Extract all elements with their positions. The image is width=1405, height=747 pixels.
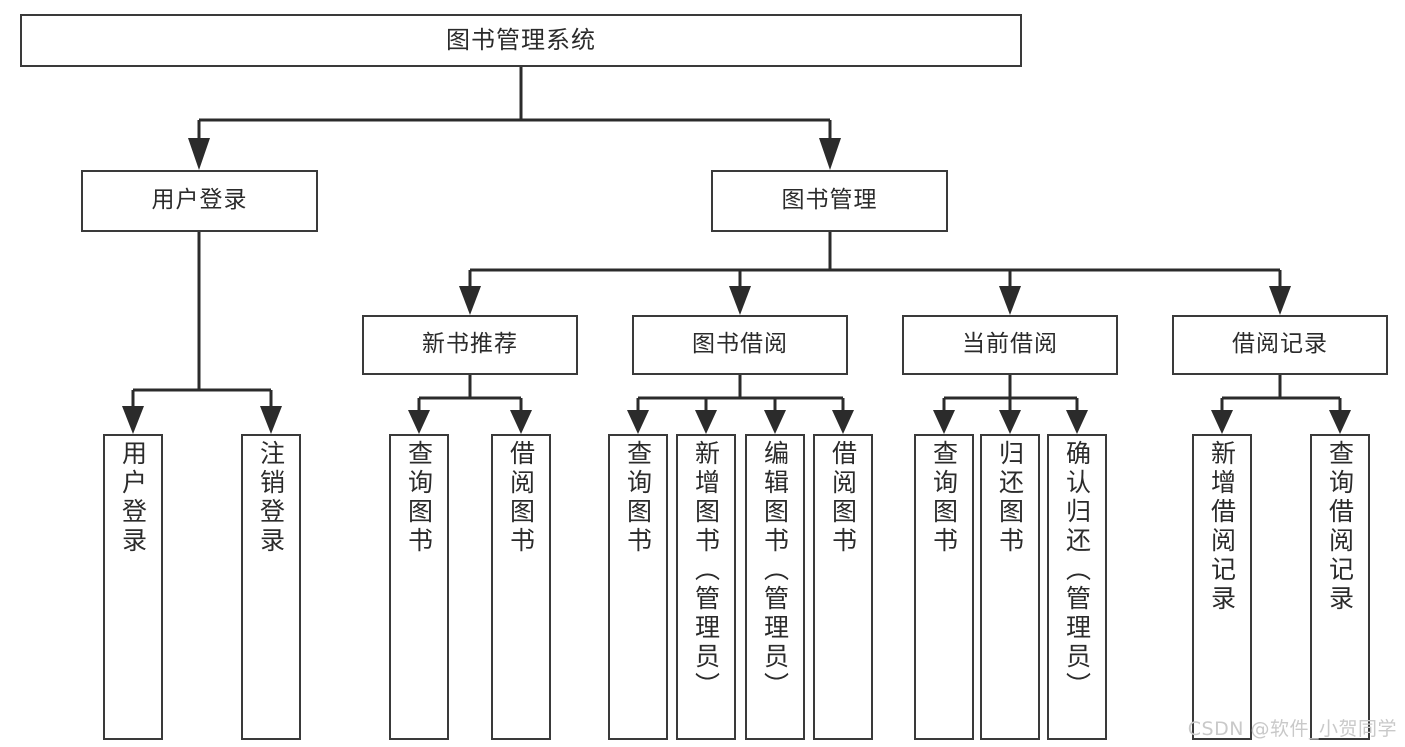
arrowhead-leaf-logout-login xyxy=(260,406,282,434)
csdn-watermark: CSDN @软件_小贺同学 xyxy=(1187,718,1397,740)
node-current-borrow-label: 当前借阅 xyxy=(962,331,1058,358)
arrowhead-leaf-confirm-return xyxy=(1066,410,1088,434)
node-book-borrow-label: 图书借阅 xyxy=(692,331,788,358)
arrowhead-leaf-edit-book xyxy=(764,410,786,434)
arrowhead-book-manage xyxy=(819,138,841,170)
node-new-book-recommend-label: 新书推荐 xyxy=(422,331,518,358)
node-book-manage[interactable]: 图书管理 xyxy=(711,170,948,232)
node-leaf-query-book-1[interactable]: 查询图书 xyxy=(389,434,449,740)
node-current-borrow[interactable]: 当前借阅 xyxy=(902,315,1118,375)
node-leaf-return-book[interactable]: 归还图书 xyxy=(980,434,1040,740)
node-leaf-borrow-book-2-label: 借阅图书 xyxy=(828,440,858,556)
node-user-login[interactable]: 用户登录 xyxy=(81,170,318,232)
arrowhead-leaf-borrow-book-2 xyxy=(832,410,854,434)
node-leaf-edit-book-label: 编辑图书（管理员） xyxy=(760,440,790,701)
arrowhead-leaf-user-login xyxy=(122,406,144,434)
node-book-manage-label: 图书管理 xyxy=(781,187,878,214)
node-leaf-add-record[interactable]: 新增借阅记录 xyxy=(1192,434,1252,740)
arrowhead-leaf-query-book-3 xyxy=(933,410,955,434)
node-leaf-logout-login-label: 注销登录 xyxy=(256,440,286,556)
node-leaf-user-login-label: 用户登录 xyxy=(118,440,148,556)
node-root-label: 图书管理系统 xyxy=(446,26,596,55)
node-leaf-borrow-book-1[interactable]: 借阅图书 xyxy=(491,434,551,740)
node-leaf-user-login[interactable]: 用户登录 xyxy=(103,434,163,740)
node-leaf-query-book-1-label: 查询图书 xyxy=(404,440,434,556)
arrowhead-new-book-recommend xyxy=(459,286,481,315)
node-book-borrow[interactable]: 图书借阅 xyxy=(632,315,848,375)
arrowhead-leaf-query-book-1 xyxy=(408,410,430,434)
node-leaf-add-record-label: 新增借阅记录 xyxy=(1207,440,1237,614)
arrowhead-leaf-borrow-book-1 xyxy=(510,410,532,434)
arrowhead-leaf-query-record xyxy=(1329,410,1351,434)
node-leaf-query-book-3[interactable]: 查询图书 xyxy=(914,434,974,740)
node-root[interactable]: 图书管理系统 xyxy=(20,14,1022,67)
node-leaf-query-book-2-label: 查询图书 xyxy=(623,440,653,556)
node-leaf-borrow-book-2[interactable]: 借阅图书 xyxy=(813,434,873,740)
node-leaf-return-book-label: 归还图书 xyxy=(995,440,1025,556)
arrowhead-borrow-record xyxy=(1269,286,1291,315)
node-leaf-query-record[interactable]: 查询借阅记录 xyxy=(1310,434,1370,740)
node-leaf-query-record-label: 查询借阅记录 xyxy=(1325,440,1355,614)
arrowhead-current-borrow xyxy=(999,286,1021,315)
node-leaf-query-book-3-label: 查询图书 xyxy=(929,440,959,556)
arrowhead-leaf-add-book xyxy=(695,410,717,434)
node-leaf-borrow-book-1-label: 借阅图书 xyxy=(506,440,536,556)
node-leaf-edit-book[interactable]: 编辑图书（管理员） xyxy=(745,434,805,740)
node-new-book-recommend[interactable]: 新书推荐 xyxy=(362,315,578,375)
arrowhead-leaf-add-record xyxy=(1211,410,1233,434)
node-leaf-add-book[interactable]: 新增图书（管理员） xyxy=(676,434,736,740)
node-leaf-query-book-2[interactable]: 查询图书 xyxy=(608,434,668,740)
node-borrow-record[interactable]: 借阅记录 xyxy=(1172,315,1388,375)
node-user-login-label: 用户登录 xyxy=(151,187,248,214)
arrowhead-book-borrow xyxy=(729,286,751,315)
arrowhead-leaf-return-book xyxy=(999,410,1021,434)
node-borrow-record-label: 借阅记录 xyxy=(1232,331,1328,358)
arrowhead-user-login xyxy=(188,138,210,170)
node-leaf-add-book-label: 新增图书（管理员） xyxy=(691,440,721,701)
arrowhead-leaf-query-book-2 xyxy=(627,410,649,434)
node-leaf-confirm-return-label: 确认归还（管理员） xyxy=(1062,440,1092,701)
node-leaf-confirm-return[interactable]: 确认归还（管理员） xyxy=(1047,434,1107,740)
node-leaf-logout-login[interactable]: 注销登录 xyxy=(241,434,301,740)
